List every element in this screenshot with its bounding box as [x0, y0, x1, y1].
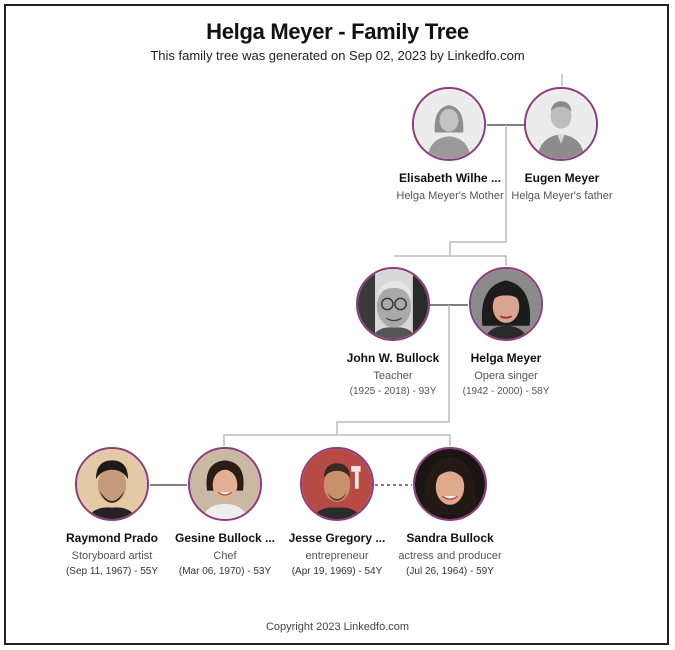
raymond-prado-photo — [77, 449, 147, 519]
helga-meyer-photo — [471, 269, 541, 339]
person-card-jesse-gregory: Jesse Gregory ... entrepreneur (Apr 19, … — [277, 531, 397, 577]
parents-descent-line — [449, 125, 507, 256]
person-role: Helga Meyer's Mother — [396, 190, 504, 202]
person-name[interactable]: Sandra Bullock — [406, 531, 494, 545]
person-dates: (Jul 26, 1964) - 59Y — [406, 566, 494, 577]
person-card-elisabeth: Elisabeth Wilhe ... Helga Meyer's Mother — [390, 171, 510, 202]
person-dates: (Apr 19, 1969) - 54Y — [291, 566, 383, 577]
diagram-frame — [4, 4, 669, 645]
gesine-bullock-photo — [190, 449, 260, 519]
avatar-gesine-bullock[interactable] — [188, 447, 262, 521]
person-dates: (1942 - 2000) - 58Y — [462, 386, 550, 397]
person-name[interactable]: Raymond Prado — [65, 531, 158, 545]
person-role: Helga Meyer's father — [511, 190, 613, 202]
person-role: entrepreneur — [305, 550, 369, 562]
copyright-footer: Copyright 2023 Linkedfo.com — [265, 621, 410, 633]
person-card-raymond-prado: Raymond Prado Storyboard artist (Sep 11,… — [52, 531, 172, 577]
person-name[interactable]: Jesse Gregory ... — [288, 531, 386, 545]
avatar-elisabeth[interactable] — [412, 87, 486, 161]
person-role: Storyboard artist — [71, 550, 153, 562]
page-title: Helga Meyer - Family Tree — [206, 19, 469, 44]
person-card-sandra-bullock: Sandra Bullock actress and producer (Jul… — [390, 531, 510, 577]
avatar-john-bullock[interactable] — [356, 267, 430, 341]
person-dates: (Mar 06, 1970) - 53Y — [178, 566, 272, 577]
couple-descent-line — [336, 305, 450, 435]
male-placeholder-icon — [526, 89, 596, 159]
person-name[interactable]: John W. Bullock — [346, 351, 440, 365]
avatar-sandra-bullock[interactable] — [413, 447, 487, 521]
person-card-eugen: Eugen Meyer Helga Meyer's father — [502, 171, 622, 202]
avatar-eugen[interactable] — [524, 87, 598, 161]
children-bar-line — [223, 434, 451, 446]
person-name[interactable]: Gesine Bullock ... — [174, 531, 276, 545]
person-role: Opera singer — [474, 370, 538, 382]
person-dates: (Sep 11, 1967) - 55Y — [65, 566, 159, 577]
person-role: actress and producer — [398, 550, 502, 562]
person-dates: (1925 - 2018) - 93Y — [349, 386, 437, 397]
person-card-gesine-bullock: Gesine Bullock ... Chef (Mar 06, 1970) -… — [165, 531, 285, 577]
avatar-helga-meyer[interactable] — [469, 267, 543, 341]
avatar-raymond-prado[interactable] — [75, 447, 149, 521]
person-name[interactable]: Eugen Meyer — [524, 171, 600, 185]
female-placeholder-icon — [414, 89, 484, 159]
jesse-gregory-photo — [302, 449, 372, 519]
page-subtitle: This family tree was generated on Sep 02… — [150, 48, 525, 63]
person-card-helga-meyer: Helga Meyer Opera singer (1942 - 2000) -… — [446, 351, 566, 397]
person-role: Chef — [213, 550, 237, 562]
avatar-jesse-gregory[interactable] — [300, 447, 374, 521]
john-bullock-photo — [358, 269, 428, 339]
sandra-bullock-photo — [415, 449, 485, 519]
person-role: Teacher — [373, 370, 413, 382]
person-card-john-bullock: John W. Bullock Teacher (1925 - 2018) - … — [333, 351, 453, 397]
person-name[interactable]: Elisabeth Wilhe ... — [399, 171, 501, 185]
person-name[interactable]: Helga Meyer — [470, 351, 542, 365]
sibling-bar-line — [394, 255, 507, 266]
